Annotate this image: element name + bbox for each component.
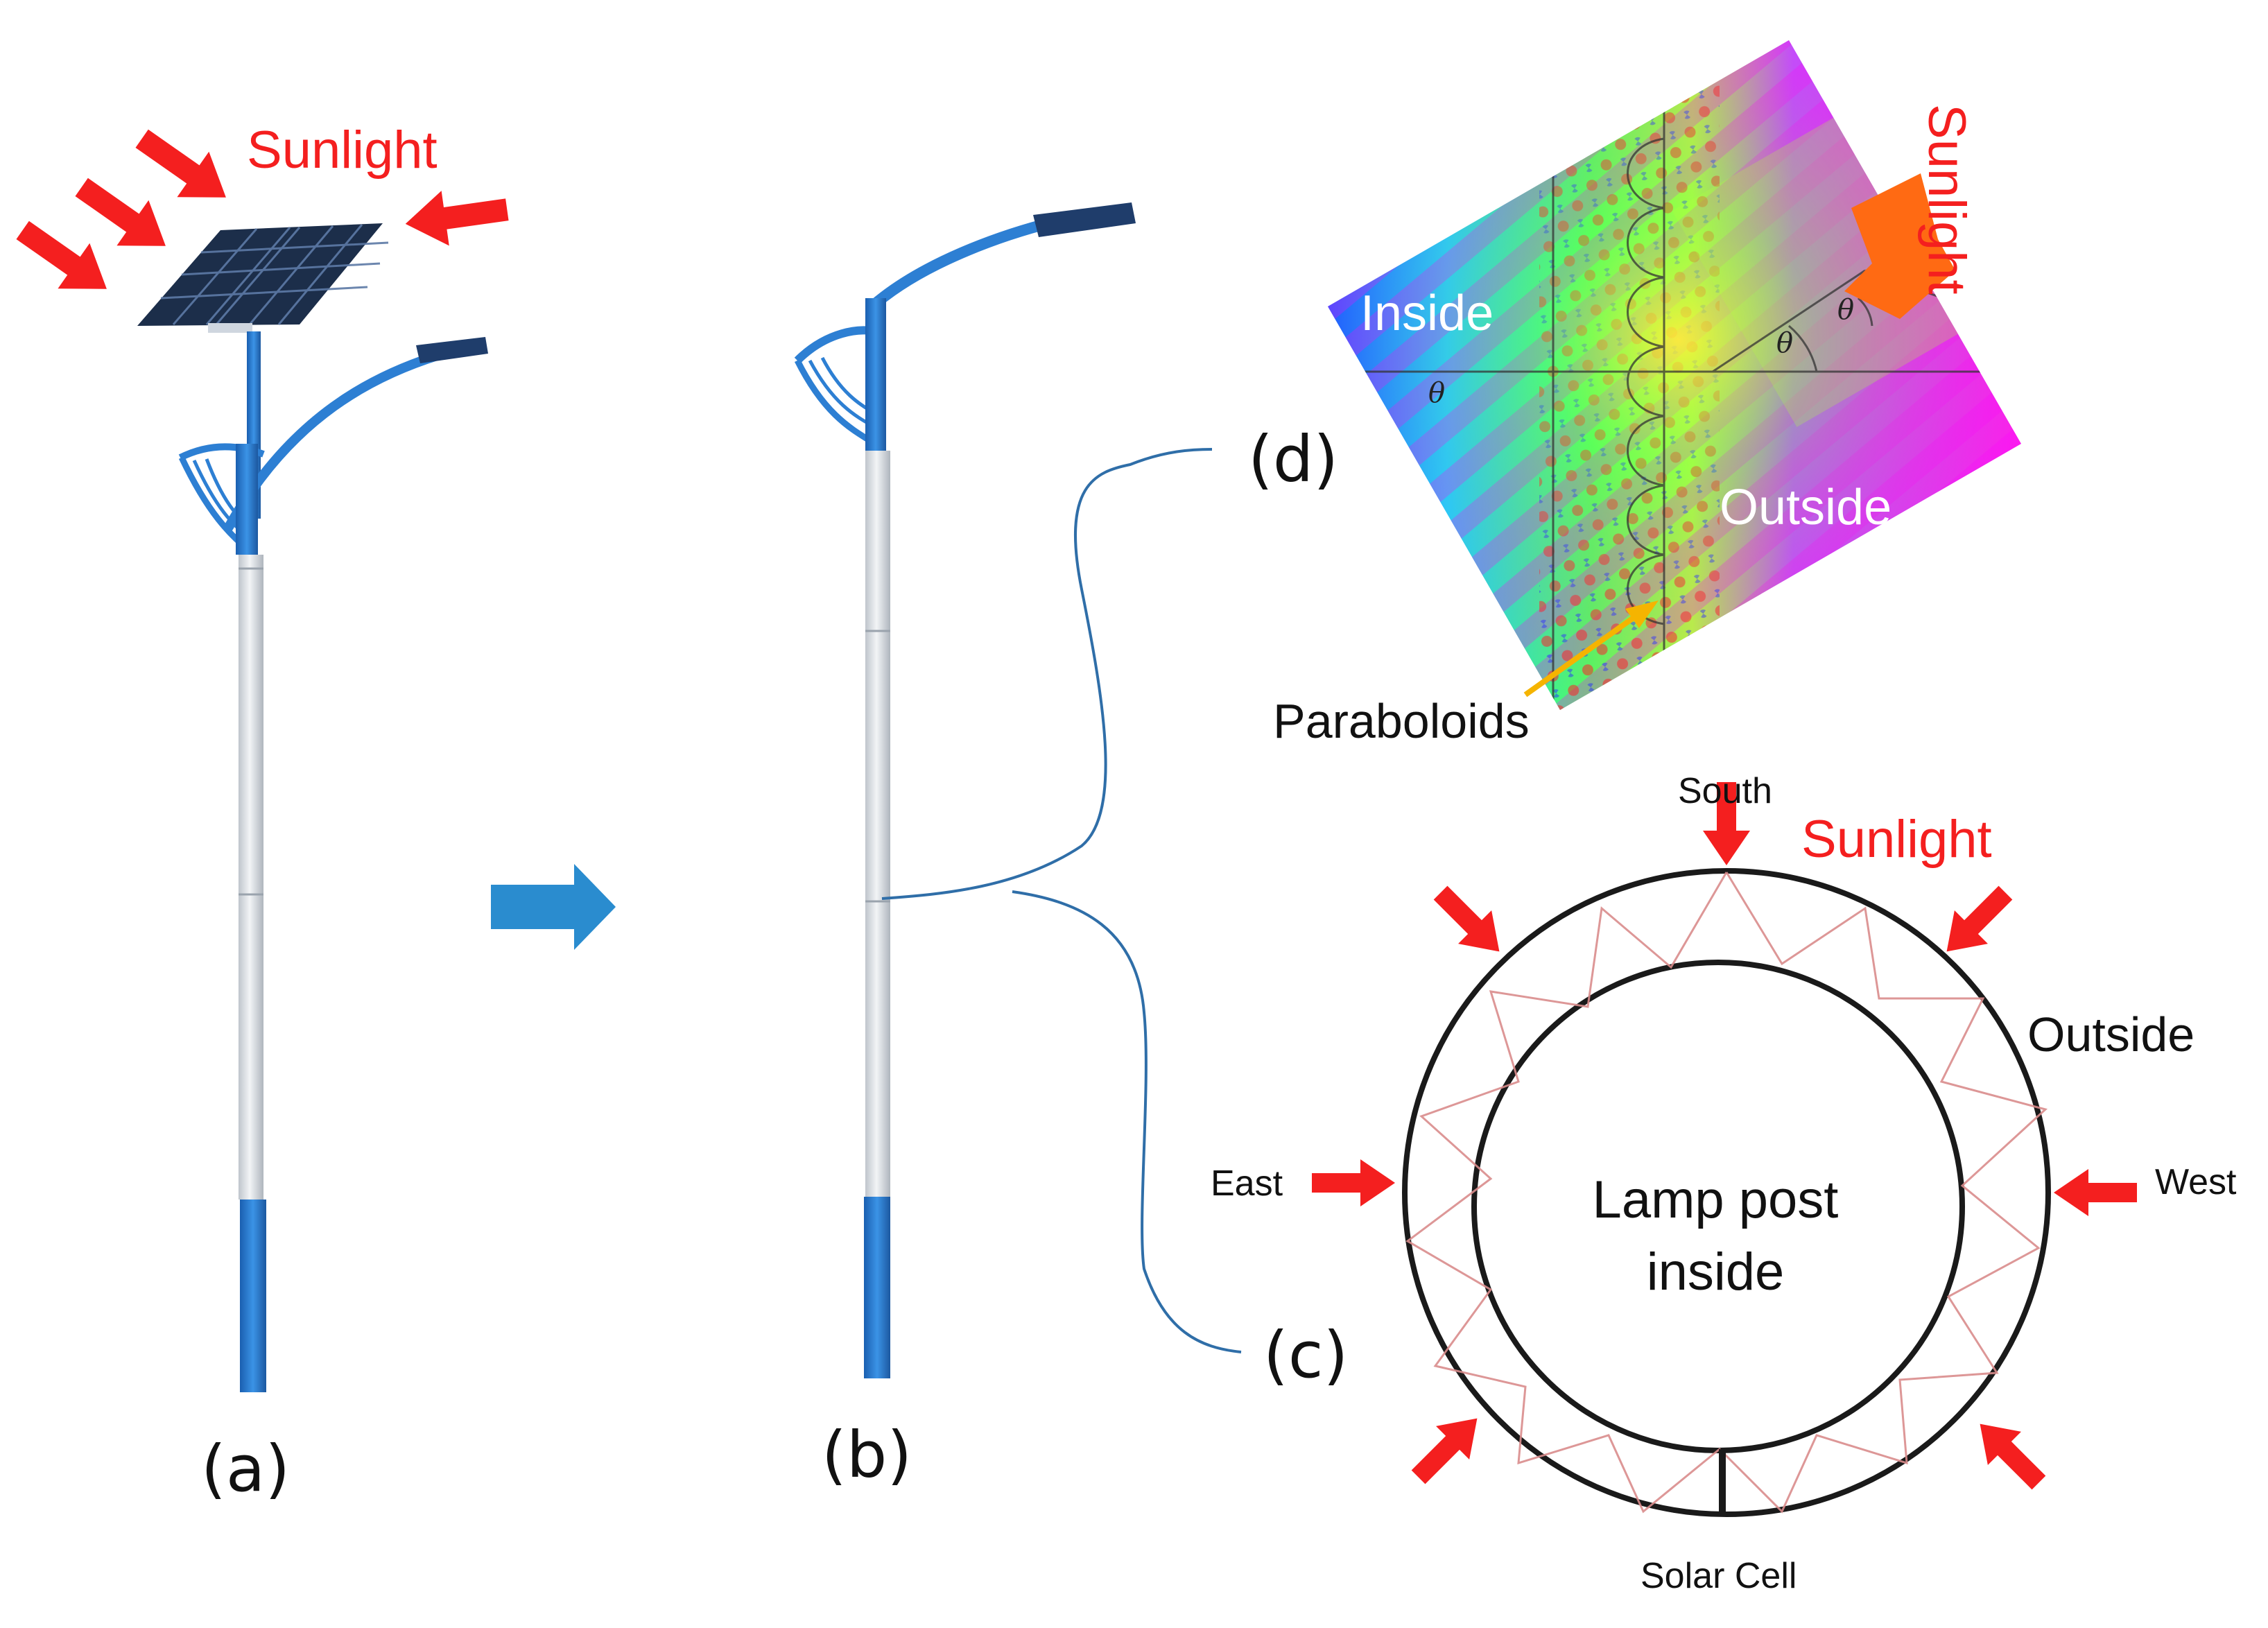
sunlight-label-a: Sunlight — [247, 121, 438, 180]
outside-label-d: Outside — [1720, 480, 1892, 535]
panel-label-b: (b) — [822, 1418, 912, 1492]
solar-panel-icon — [137, 223, 389, 333]
red-arrow-icon — [1946, 885, 2013, 952]
red-arrow-icon — [405, 191, 509, 246]
panel-b: (b) — [794, 202, 1136, 1492]
svg-text:θ: θ — [1837, 294, 1854, 326]
red-arrow-icon — [2054, 1169, 2137, 1216]
lamp-post-label-line2: inside — [1647, 1242, 1785, 1301]
callout-bracket — [881, 448, 1242, 1353]
outside-label-c: Outside — [2027, 1007, 2195, 1062]
red-arrow-icon — [1312, 1159, 1395, 1206]
red-arrow-icon — [1411, 1418, 1478, 1484]
red-arrow-icon — [16, 220, 107, 289]
sunlight-label-d: Sunlight — [1917, 104, 1976, 295]
panel-label-a: (a) — [201, 1432, 290, 1506]
lamp-post-label-line1: Lamp post — [1593, 1170, 1839, 1229]
sunlight-arrows-a — [16, 129, 509, 289]
right-arrow-icon — [491, 864, 616, 950]
red-arrow-icon — [1433, 885, 1500, 952]
panel-label-c: (c) — [1263, 1318, 1348, 1392]
panel-c: South Sunlight Outside East West Solar C… — [1211, 771, 2237, 1596]
paraboloid-pointer-icon — [1523, 600, 1659, 698]
red-arrow-icon — [1703, 782, 1750, 865]
red-arrow-icon — [1980, 1423, 2046, 1490]
panel-d: θ θ θ Inside Outside Sunlight Paraboloid… — [1248, 40, 2021, 748]
sunlight-arrows-c — [1312, 782, 2137, 1490]
panel-a: Sunlight (a) — [16, 121, 509, 1506]
south-label: South — [1678, 771, 1772, 811]
sunlight-label-c: Sunlight — [1801, 810, 1992, 869]
paraboloids-label: Paraboloids — [1273, 694, 1530, 748]
east-label: East — [1211, 1163, 1283, 1204]
red-arrow-icon — [135, 129, 226, 198]
panel-label-d: (d) — [1248, 422, 1338, 496]
red-arrow-icon — [75, 177, 166, 246]
solar-cell-label: Solar Cell — [1641, 1556, 1797, 1596]
svg-text:θ: θ — [1776, 327, 1793, 359]
west-label: West — [2155, 1162, 2237, 1202]
sun-arrow-icon — [1844, 173, 1955, 319]
svg-text:θ: θ — [1428, 377, 1445, 409]
outer-ring — [1402, 868, 2051, 1517]
inside-label: Inside — [1360, 286, 1494, 341]
